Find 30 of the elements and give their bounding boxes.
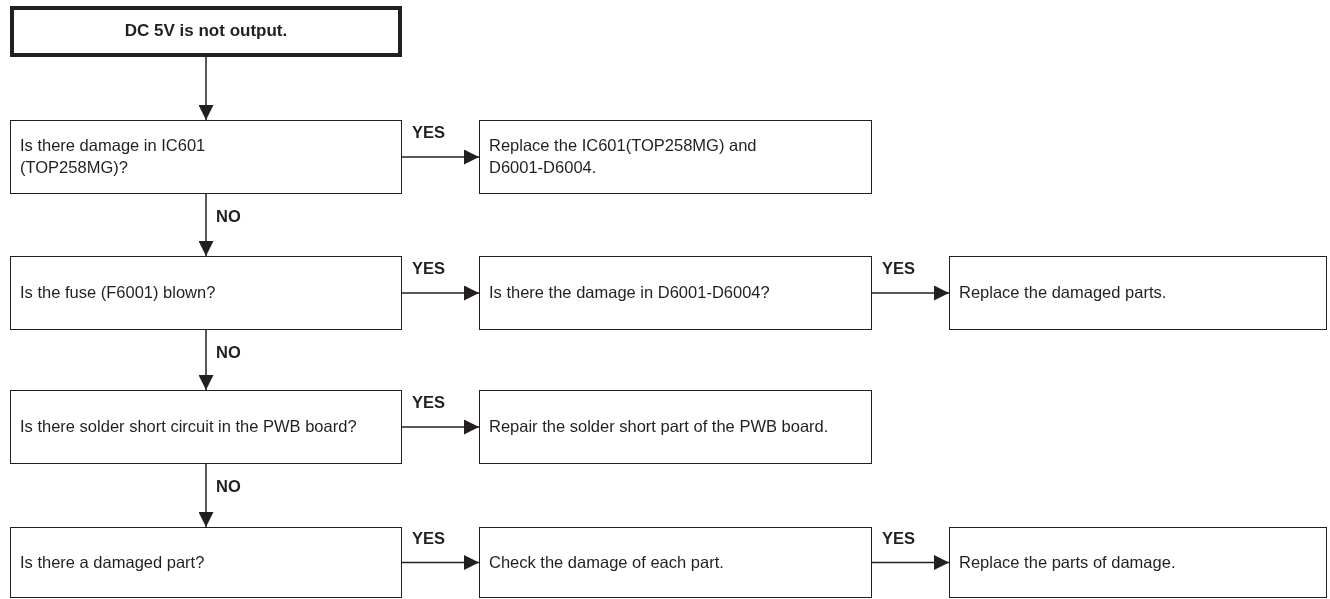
- arrow: [401, 285, 480, 301]
- edge-label: NO: [216, 478, 241, 495]
- arrow: [401, 149, 480, 165]
- arrow: [871, 285, 950, 301]
- edge-label: YES: [882, 260, 916, 277]
- edge-label: YES: [412, 124, 446, 141]
- start-box: DC 5V is not output.: [10, 6, 402, 57]
- edge-label: YES: [412, 529, 446, 546]
- process-box: Replace the IC601(TOP258MG) and D6001-D6004.: [479, 120, 872, 194]
- edge-label: NO: [216, 344, 241, 361]
- process-box: Is there solder short circuit in the PWB board?: [10, 390, 402, 464]
- process-box: Is the fuse (F6001) blown?: [10, 256, 402, 330]
- edge-label: YES: [882, 529, 916, 546]
- arrow: [198, 56, 214, 121]
- process-box: Check the damage of each part.: [479, 527, 872, 598]
- arrow: [401, 555, 480, 570]
- arrow: [871, 555, 950, 570]
- arrow: [401, 419, 480, 435]
- process-box: Is there a damaged part?: [10, 527, 402, 598]
- arrow: [198, 193, 214, 257]
- process-box: Replace the parts of damage.: [949, 527, 1327, 598]
- process-box: Repair the solder short part of the PWB board.: [479, 390, 872, 464]
- process-box: Is there the damage in D6001-D6004?: [479, 256, 872, 330]
- arrow: [198, 329, 214, 391]
- edge-label: YES: [412, 394, 446, 411]
- process-box: Is there damage in IC601 (TOP258MG)?: [10, 120, 402, 194]
- edge-label: YES: [412, 260, 446, 277]
- edge-label: NO: [216, 208, 241, 225]
- process-box: Replace the damaged parts.: [949, 256, 1327, 330]
- arrow: [198, 463, 214, 528]
